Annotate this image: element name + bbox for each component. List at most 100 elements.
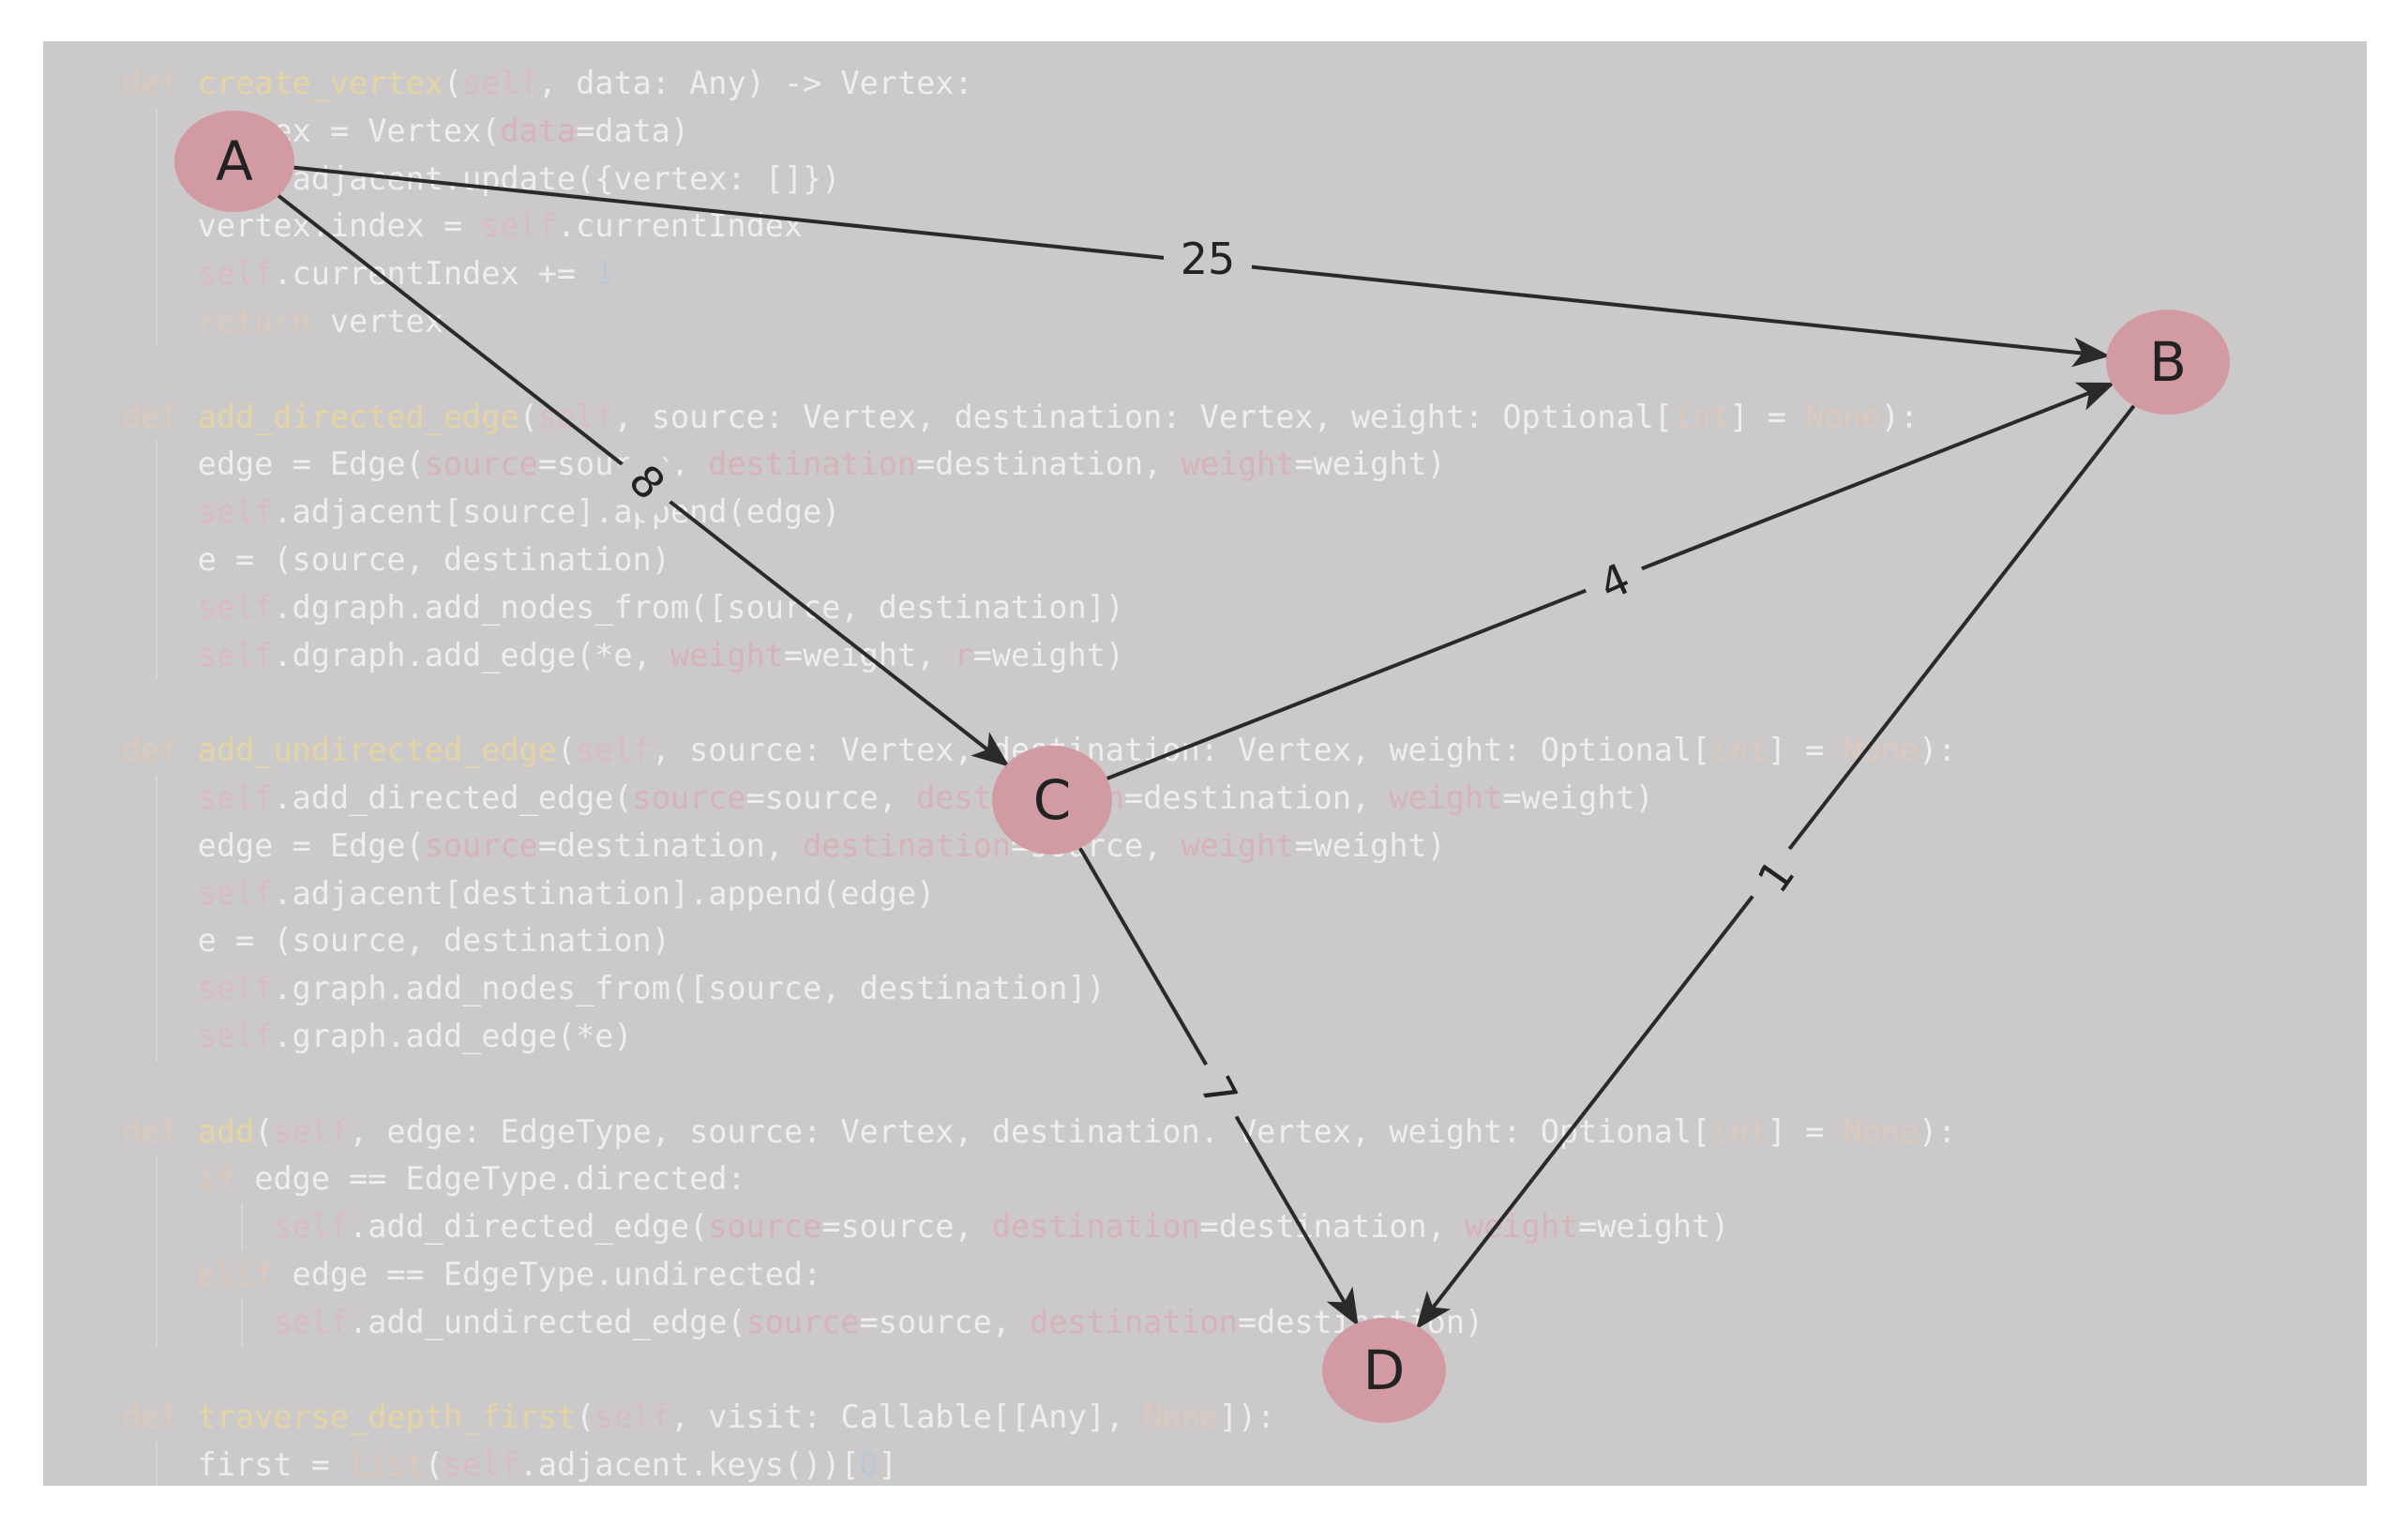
code-token: add bbox=[197, 1112, 255, 1150]
code-token: .graph.add_nodes_from([source, destinati… bbox=[273, 970, 1106, 1007]
code-token: ] = bbox=[1767, 732, 1844, 769]
code-token: =weight) bbox=[972, 636, 1124, 673]
code-token: ] bbox=[878, 1446, 897, 1484]
code-token: destination bbox=[1030, 1303, 1238, 1340]
code-token: .dgraph.add_nodes_from([source, destinat… bbox=[273, 588, 1124, 626]
code-token: add_undirected_edge bbox=[197, 732, 557, 769]
code-token: 0 bbox=[859, 1446, 879, 1484]
code-line: def add(self, edge: EdgeType, source: Ve… bbox=[122, 1109, 1956, 1157]
code-token: def bbox=[122, 1112, 198, 1150]
code-token: None bbox=[1843, 1112, 1919, 1150]
edges-layer bbox=[277, 165, 2136, 1330]
code-token: self bbox=[273, 1112, 350, 1150]
code-token: ): bbox=[1919, 1112, 1957, 1150]
code-token: int bbox=[1672, 398, 1730, 435]
code-token: self bbox=[197, 1017, 274, 1054]
code-token: .add_directed_edge( bbox=[273, 779, 633, 816]
code-token: int bbox=[1710, 1112, 1768, 1150]
node-label: C bbox=[1033, 768, 1072, 832]
code-token: if bbox=[122, 1160, 255, 1198]
code-token: weight bbox=[1181, 446, 1295, 483]
code-token: .adjacent.keys())[ bbox=[519, 1446, 860, 1484]
indent-guide bbox=[156, 1442, 158, 1486]
code-line: self.add_undirected_edge(source=source, … bbox=[122, 1299, 1956, 1347]
edge-weight-label: 25 bbox=[1181, 234, 1236, 284]
diagram-panel: def create_vertex(self, data: Any) -> Ve… bbox=[43, 41, 2367, 1486]
code-line: self.adjacent[destination].append(edge) bbox=[122, 870, 1956, 918]
code-token: traverse_depth_first bbox=[197, 1398, 577, 1436]
code-token: self bbox=[197, 874, 274, 912]
code-token: .adjacent[destination].append(edge) bbox=[273, 874, 936, 912]
code-token: def bbox=[122, 732, 198, 769]
code-line: self.add_directed_edge(source=source, de… bbox=[122, 1203, 1956, 1251]
code-token: destination bbox=[991, 1208, 1200, 1246]
code-token: self bbox=[273, 1208, 350, 1246]
code-token: ( bbox=[254, 1112, 274, 1150]
code-token: return bbox=[122, 302, 330, 340]
code-token: self bbox=[273, 1303, 350, 1340]
indent-guide bbox=[156, 775, 158, 1061]
code-token: ] = bbox=[1767, 1112, 1844, 1150]
edge-weight-background bbox=[1164, 231, 1252, 287]
code-token: =destination, bbox=[916, 446, 1181, 483]
code-token: def bbox=[122, 1398, 198, 1436]
code-token: ( bbox=[556, 732, 577, 769]
code-token: , data: Any) -> Vertex: bbox=[537, 65, 973, 101]
node-circle bbox=[992, 746, 1112, 854]
code-token: destination bbox=[803, 826, 1011, 864]
code-token: source bbox=[708, 1208, 822, 1246]
code-token: self bbox=[197, 779, 274, 816]
code-token: edge == EdgeType.undirected: bbox=[292, 1255, 822, 1293]
code-token: add_directed_edge bbox=[197, 398, 519, 435]
code-token: first = bbox=[122, 1446, 350, 1484]
code-token: ( bbox=[576, 1398, 595, 1436]
code-token: .graph.add_edge(*e) bbox=[273, 1017, 633, 1054]
node-d: D bbox=[1322, 1318, 1446, 1423]
code-token: data bbox=[500, 112, 577, 149]
code-token: =destination, bbox=[537, 826, 804, 864]
code-token: int bbox=[1710, 732, 1768, 769]
code-token: , source: Vertex, destination: Vertex, w… bbox=[613, 398, 1673, 435]
code-token: ( bbox=[519, 398, 538, 435]
code-token: def bbox=[122, 65, 198, 101]
code-token: weight bbox=[1389, 779, 1503, 816]
code-token: self bbox=[197, 255, 274, 293]
code-token: =source, bbox=[745, 779, 917, 816]
code-token: =data) bbox=[576, 112, 690, 149]
code-token: destination bbox=[708, 446, 917, 483]
code-token: .adjacent[source].append(edge) bbox=[273, 493, 841, 531]
code-background: def create_vertex(self, data: Any) -> Ve… bbox=[122, 60, 1956, 1486]
code-line: self.adjacent[source].append(edge) bbox=[122, 489, 1956, 537]
code-token: elif bbox=[122, 1255, 293, 1293]
code-token: None bbox=[1143, 1398, 1219, 1436]
code-token: create_vertex bbox=[197, 65, 444, 101]
code-line: first = list(self.adjacent.keys())[0] bbox=[122, 1442, 1956, 1486]
code-token: source bbox=[424, 446, 538, 483]
code-line: def traverse_depth_first(self, visit: Ca… bbox=[122, 1394, 1956, 1442]
edge-weight-background bbox=[1575, 543, 1654, 620]
code-token: ]): bbox=[1218, 1398, 1276, 1436]
code-token: e = (source, destination) bbox=[122, 922, 670, 960]
code-token: edge = Edge( bbox=[122, 826, 425, 864]
edge-weight-background bbox=[1180, 1051, 1258, 1132]
code-line: if edge == EdgeType.directed: bbox=[122, 1156, 1956, 1203]
node-label: D bbox=[1363, 1338, 1406, 1402]
indent-guide bbox=[241, 1298, 243, 1347]
code-token: self bbox=[443, 1446, 519, 1484]
edge-weight-background bbox=[606, 441, 688, 523]
code-token: self bbox=[481, 207, 557, 245]
code-token: weight bbox=[670, 636, 784, 673]
code-token: vertex.index = bbox=[122, 207, 482, 245]
code-line: e = (source, destination) bbox=[122, 917, 1956, 965]
code-token: =weight) bbox=[1294, 446, 1446, 483]
code-token: r bbox=[954, 636, 973, 673]
code-token: =destination, bbox=[1124, 779, 1390, 816]
code-token: self bbox=[462, 65, 538, 101]
code-token: .dgraph.add_edge(*e, bbox=[273, 636, 670, 673]
code-token: =source, bbox=[821, 1208, 992, 1246]
code-line: def create_vertex(self, data: Any) -> Ve… bbox=[122, 60, 1956, 108]
code-token: =weight, bbox=[783, 636, 955, 673]
